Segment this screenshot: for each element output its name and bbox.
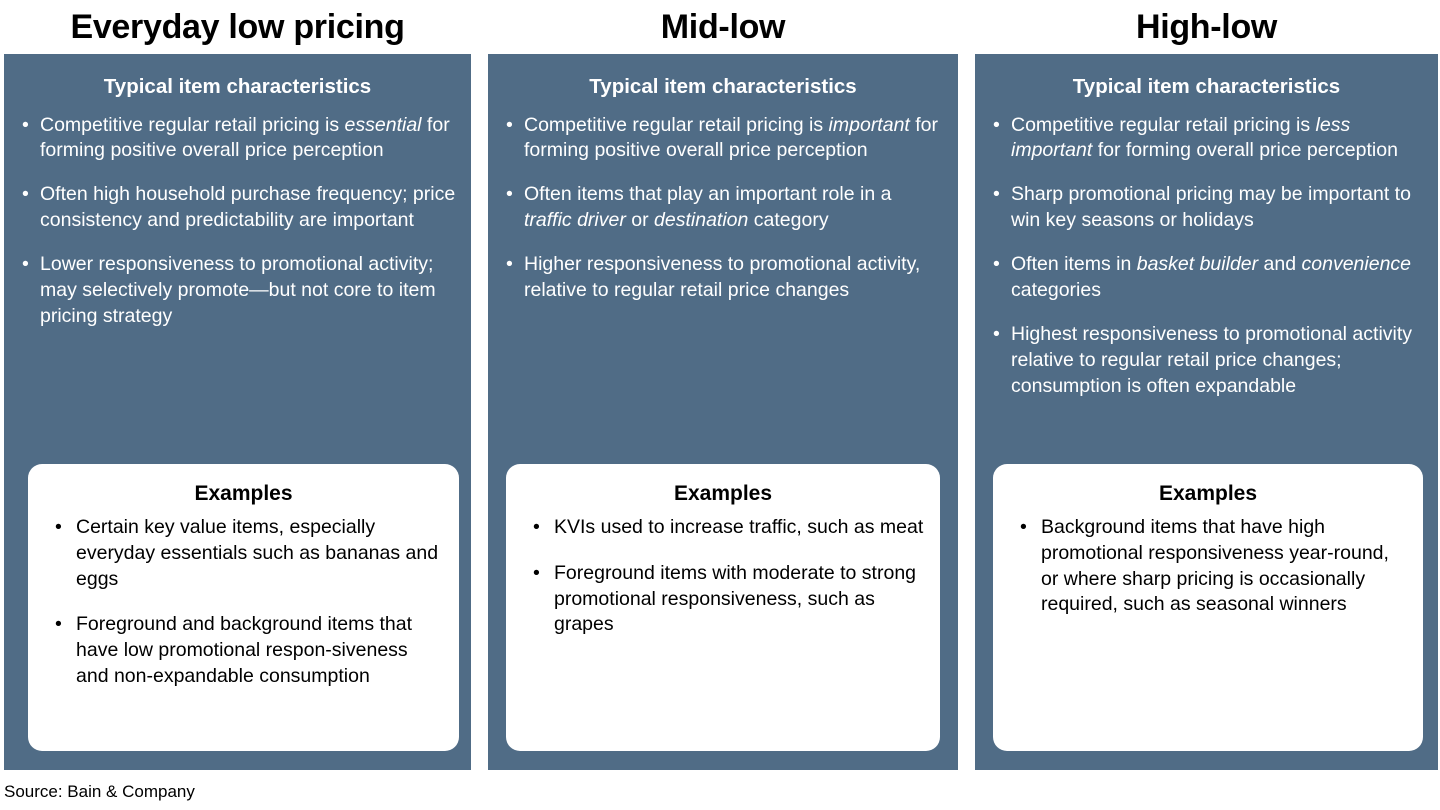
list-item: • Lower responsiveness to promotional ac… [14,252,457,330]
examples-card-2: Examples • KVIs used to increase traffic… [506,464,940,751]
characteristic-text: Often items in basket builder and conven… [1011,253,1412,302]
bullet-icon: • [506,113,513,136]
examples-card-wrapper-2: Examples • KVIs used to increase traffic… [488,464,958,770]
column-title-mid-low: Mid-low [660,8,786,46]
characteristic-text: Often high household purchase frequency;… [40,183,456,232]
panel-everyday-low-pricing: Typical item characteristics • Competiti… [4,54,471,770]
bullet-icon: • [993,253,1000,276]
column-title-cell-2: Mid-low [488,0,958,54]
panels-row: Typical item characteristics • Competiti… [0,54,1440,770]
bullet-icon: • [22,253,29,276]
panel-heading-characteristics-1: Typical item characteristics [103,75,372,98]
list-item: • Competitive regular retail pricing is … [985,113,1424,165]
list-item: • KVIs used to increase traffic, such as… [530,515,924,541]
list-item: • Background items that have high promot… [1017,515,1407,618]
list-item: • Sharp promotional pricing may be impor… [985,182,1424,234]
bullet-icon: • [993,323,1000,346]
list-item: • Competitive regular retail pricing is … [14,113,457,165]
characteristic-text: Highest responsiveness to promotional ac… [1011,323,1413,397]
column-titles-row: Everyday low pricing Mid-low High-low [0,0,1440,54]
examples-list-2: • KVIs used to increase traffic, such as… [522,515,924,638]
panel-high-low: Typical item characteristics • Competiti… [975,54,1438,770]
characteristic-text: Lower responsiveness to promotional acti… [40,253,436,328]
characteristic-text: Competitive regular retail pricing is le… [1011,113,1398,162]
bullet-icon: • [506,183,513,206]
panel-heading-characteristics-3: Typical item characteristics [1072,75,1341,98]
characteristic-text: Often items that play an important role … [524,183,892,232]
panel-mid-low: Typical item characteristics • Competiti… [488,54,958,770]
example-text: Foreground and background items that hav… [76,613,413,687]
bullet-icon: • [506,253,513,276]
bullet-icon: • [55,613,62,636]
column-title-high-low: High-low [1135,8,1278,46]
examples-card-1: Examples • Certain key value items, espe… [28,464,459,751]
bullet-icon: • [22,183,29,206]
examples-card-wrapper-1: Examples • Certain key value items, espe… [4,464,471,770]
column-title-everyday-low-pricing: Everyday low pricing [70,8,405,46]
list-item: • Highest responsiveness to promotional … [985,322,1424,400]
list-item: • Often items in basket builder and conv… [985,252,1424,304]
source-note: Source: Bain & Company [4,782,195,801]
bullet-icon: • [533,561,540,584]
example-text: KVIs used to increase traffic, such as m… [554,516,924,539]
list-item: • Certain key value items, especially ev… [52,515,443,592]
example-text: Certain key value items, especially ever… [76,516,439,590]
list-item: • Foreground and background items that h… [52,612,443,689]
examples-title-2: Examples [673,482,773,505]
list-item: • Often items that play an important rol… [498,182,944,234]
bullet-icon: • [22,113,29,136]
example-text: Foreground items with moderate to strong… [554,561,917,636]
bullet-icon: • [993,113,1000,136]
examples-title-1: Examples [194,482,293,505]
examples-title-3: Examples [1158,482,1258,505]
characteristic-text: Higher responsiveness to promotional act… [524,253,921,302]
examples-list-1: • Certain key value items, especially ev… [44,515,443,689]
characteristics-list-1: • Competitive regular retail pricing is … [4,103,471,330]
examples-card-wrapper-3: Examples • Background items that have hi… [975,464,1438,770]
examples-list-3: • Background items that have high promot… [1009,515,1407,618]
characteristics-list-3: • Competitive regular retail pricing is … [975,103,1438,400]
bullet-icon: • [55,516,62,539]
characteristic-text: Competitive regular retail pricing is es… [40,113,450,162]
bullet-icon: • [993,183,1000,206]
bullet-icon: • [1020,516,1027,539]
examples-card-3: Examples • Background items that have hi… [993,464,1423,751]
example-text: Background items that have high promotio… [1041,516,1389,616]
characteristics-list-2: • Competitive regular retail pricing is … [488,103,958,305]
panel-heading-characteristics-2: Typical item characteristics [589,75,857,98]
column-title-cell-1: Everyday low pricing [4,0,471,54]
characteristic-text: Competitive regular retail pricing is im… [524,113,939,162]
column-title-cell-3: High-low [975,0,1438,54]
list-item: • Higher responsiveness to promotional a… [498,252,944,304]
list-item: • Foreground items with moderate to stro… [530,561,924,638]
list-item: • Competitive regular retail pricing is … [498,113,944,165]
bullet-icon: • [533,516,540,539]
list-item: • Often high household purchase frequenc… [14,182,457,234]
characteristic-text: Sharp promotional pricing may be importa… [1011,183,1411,232]
